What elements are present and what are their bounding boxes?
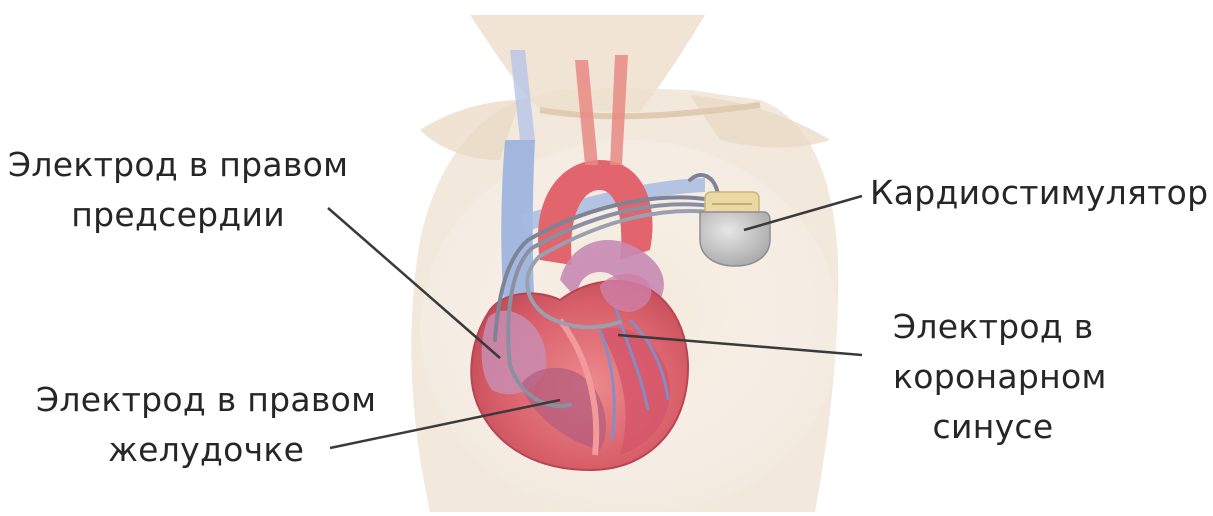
heart	[471, 274, 688, 470]
label-pacemaker-line-1: Кардиостимулятор	[870, 168, 1208, 218]
label-coronary-sinus-line-2: коронарном	[893, 352, 1093, 402]
label-right-atrium-line-1: Электрод в правом	[8, 140, 348, 190]
label-coronary-sinus-line-1: Электрод в	[893, 302, 1093, 352]
label-pacemaker: Кардиостимулятор	[870, 168, 1208, 218]
label-right-atrium-lead: Электрод в правом предсердии	[8, 140, 348, 240]
label-coronary-sinus-line-3: синусе	[893, 402, 1093, 452]
label-right-ventricle-line-1: Электрод в правом	[36, 375, 376, 425]
label-right-ventricle-lead: Электрод в правом желудочке	[36, 375, 376, 475]
label-coronary-sinus-lead: Электрод в коронарном синусе	[893, 302, 1093, 452]
pacemaker-can	[700, 212, 770, 266]
label-right-atrium-line-2: предсердии	[8, 190, 348, 240]
pacemaker-device	[700, 192, 770, 266]
label-right-ventricle-line-2: желудочке	[36, 425, 376, 475]
